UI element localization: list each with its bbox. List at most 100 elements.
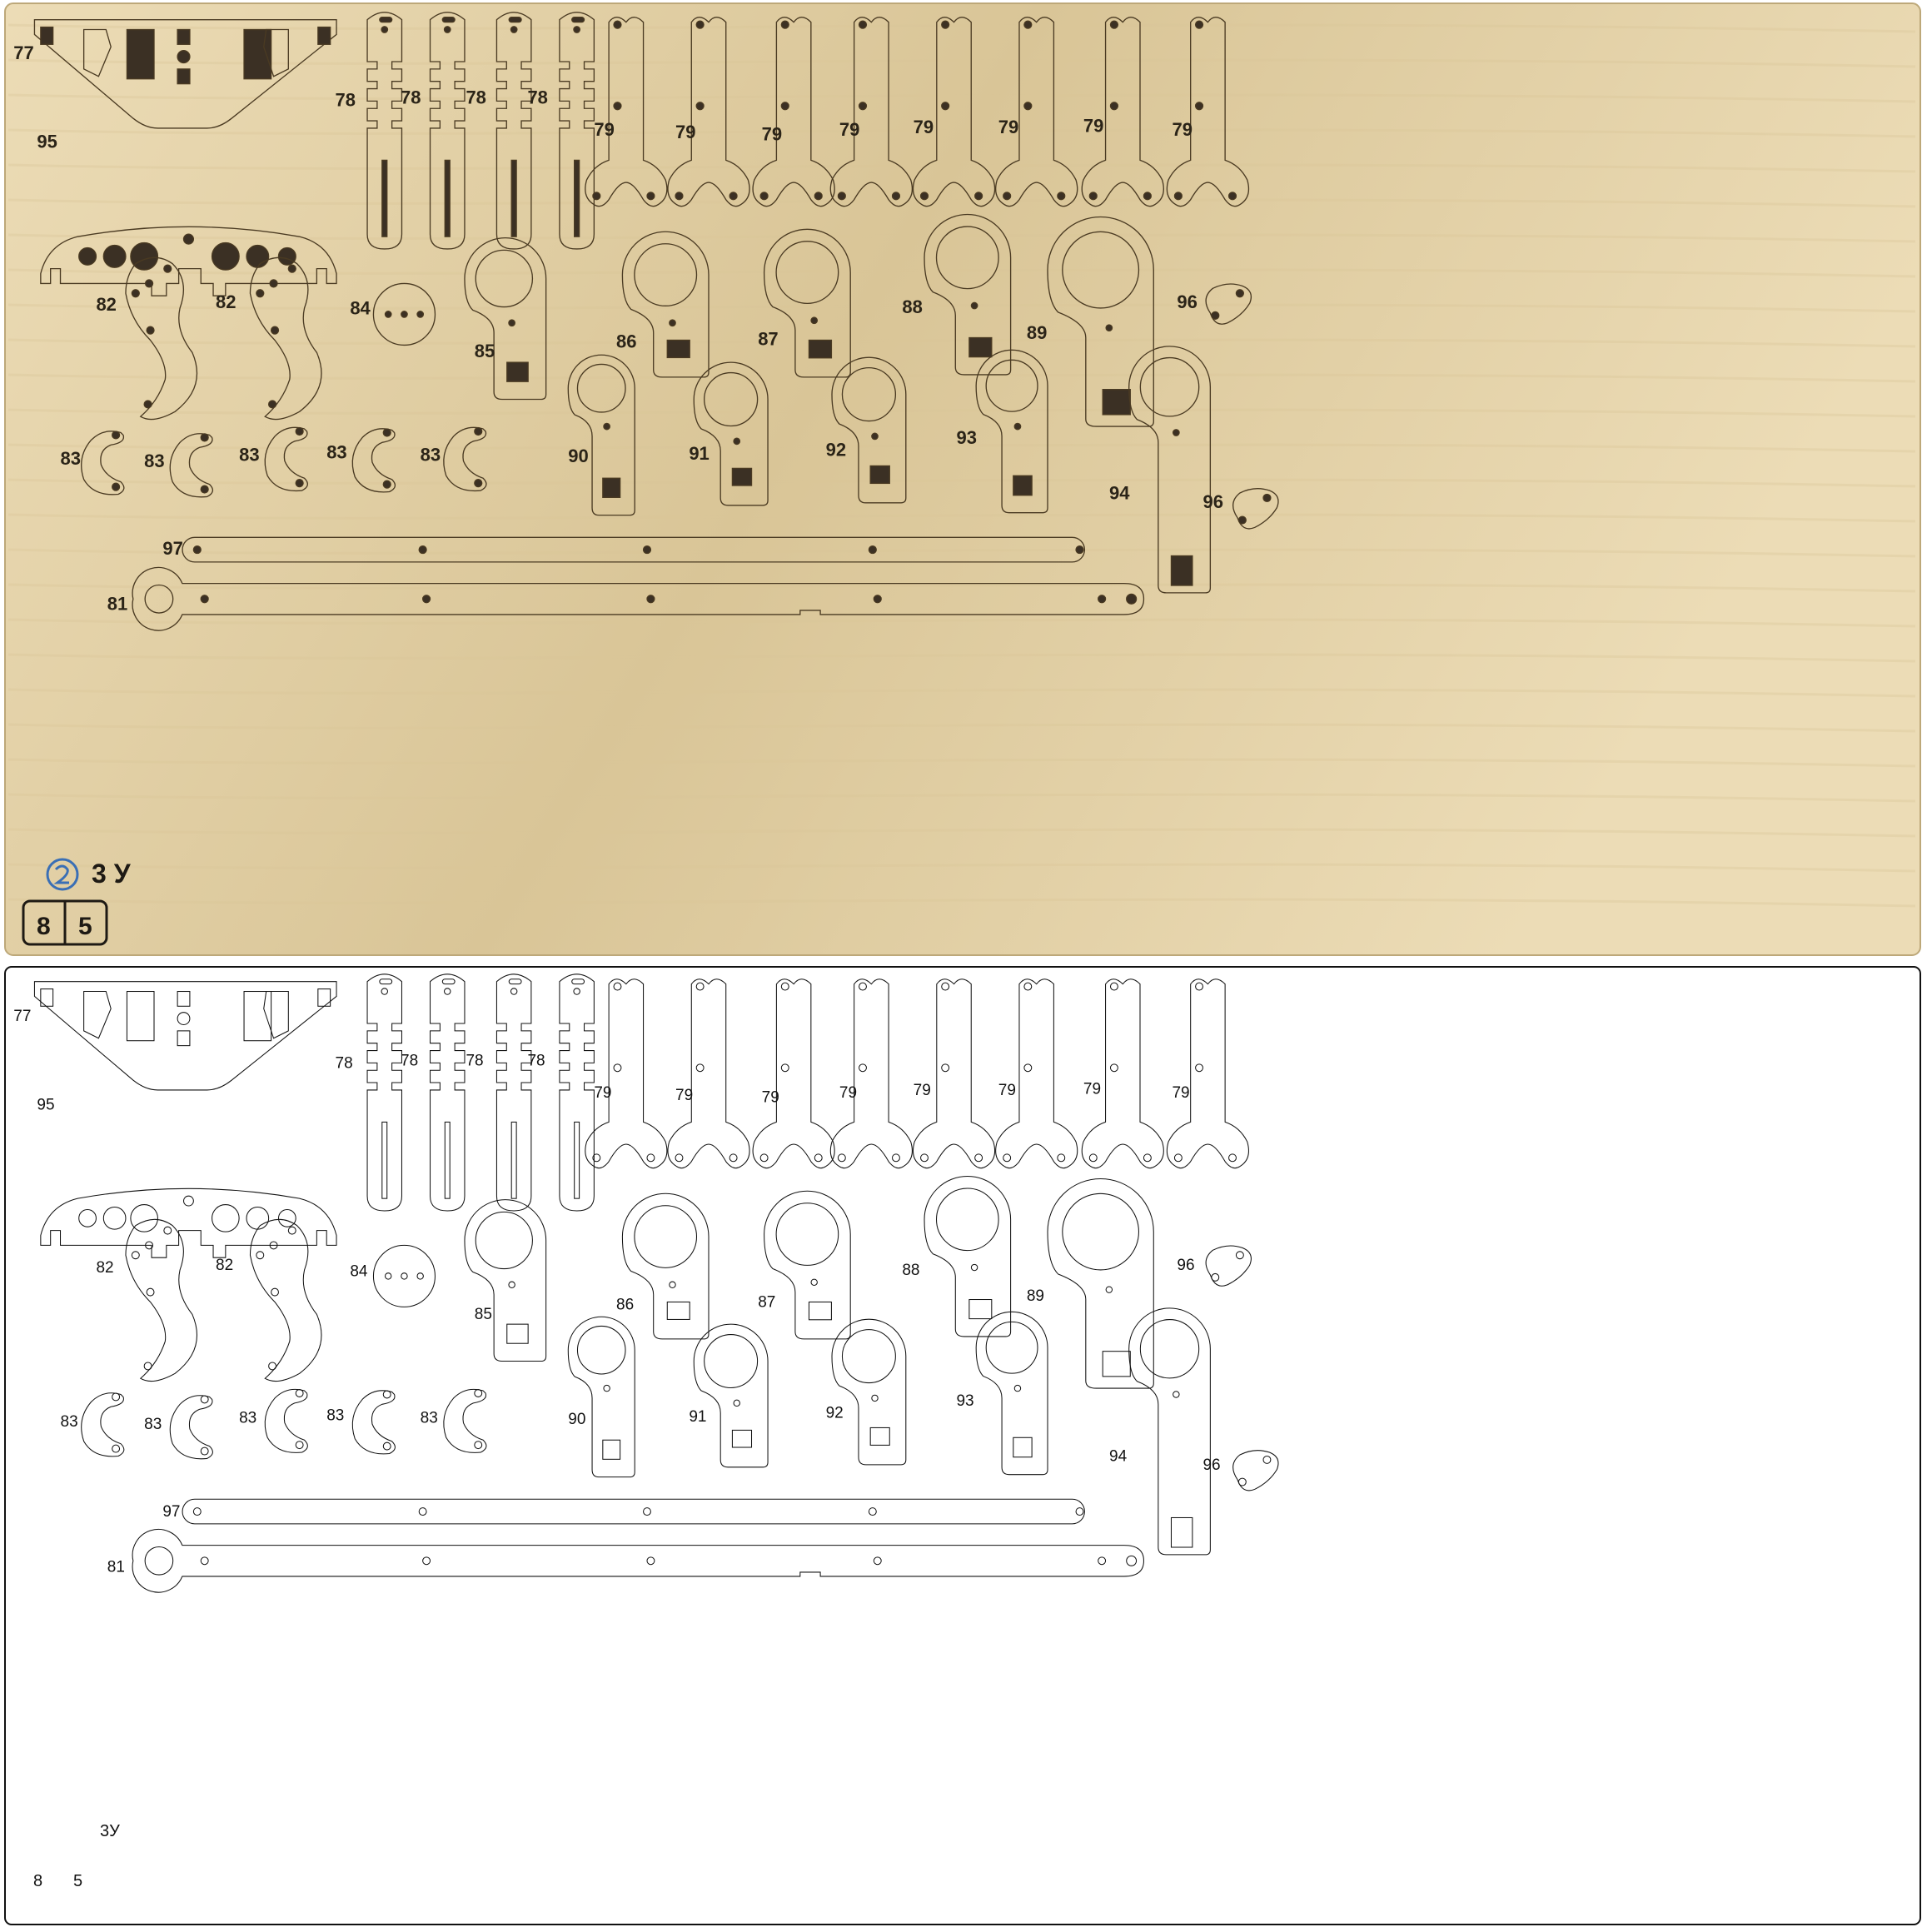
part-label-p88: 88 [902, 1262, 919, 1279]
part-label-p79g: 79 [1083, 115, 1103, 136]
part-p84-outline [372, 282, 436, 346]
part-p79e-outline [912, 17, 996, 207]
part-p79a-outline [585, 978, 668, 1169]
part-label-p86: 86 [616, 1296, 634, 1313]
part-p79a-outline [585, 17, 668, 207]
part-p79f-outline [995, 978, 1078, 1169]
part-label-p83d: 83 [326, 1407, 344, 1425]
part-p79h-outline [1166, 17, 1250, 207]
part-label-p85: 85 [475, 341, 495, 361]
part-p78b-outline [429, 12, 466, 250]
part-label-p83b: 83 [144, 451, 164, 471]
part-p83b-outline [169, 433, 214, 498]
part-p79g-outline [1081, 17, 1164, 207]
part-label-p93: 93 [956, 427, 976, 448]
part-label-p82a: 82 [96, 294, 116, 315]
part-p79b-outline [667, 17, 750, 207]
part-label-p83d: 83 [326, 442, 346, 463]
drawing-sheet-marking: 3У [100, 1822, 120, 1840]
part-label-p88: 88 [902, 296, 922, 317]
part-label-p79e: 79 [914, 1082, 931, 1099]
part-label-p82b: 82 [216, 291, 236, 312]
part-label-p78a: 78 [336, 1054, 353, 1072]
part-label-p94: 94 [1109, 1447, 1128, 1465]
part-label-p79f: 79 [998, 1082, 1016, 1099]
part-p91-outline [693, 361, 769, 506]
part-label-p89: 89 [1027, 1287, 1044, 1305]
part-p97-outline [182, 1498, 1085, 1525]
part-p82b-outline [249, 256, 322, 421]
part-p77-outline [33, 981, 337, 1091]
part-p79c-outline [752, 17, 835, 207]
part-label-p79f: 79 [998, 117, 1018, 137]
part-label-p93: 93 [956, 1392, 973, 1410]
part-label-p79h: 79 [1172, 1084, 1189, 1102]
part-p82a-outline [125, 1218, 197, 1382]
set-number-left: 8 [37, 913, 51, 940]
part-p94-outline [1128, 346, 1212, 594]
set-number-right: 5 [78, 913, 92, 940]
part-p79c-outline [752, 978, 835, 1169]
part-p78d-outline [559, 12, 595, 250]
part-p83b-outline [169, 1395, 213, 1460]
part-label-p79b: 79 [675, 1087, 693, 1104]
part-label-p82a: 82 [96, 1259, 113, 1277]
plywood-board [4, 2, 1921, 956]
part-label-p87: 87 [758, 328, 778, 349]
part-p91-outline [693, 1323, 769, 1468]
part-p78d-outline [559, 973, 595, 1212]
part-p83c-outline [264, 1388, 308, 1453]
part-label-p78b: 78 [401, 1052, 418, 1069]
part-p94-outline [1128, 1307, 1211, 1556]
part-label-p78d: 78 [527, 1052, 545, 1069]
part-label-p84: 84 [350, 1262, 368, 1280]
part-p79h-outline [1166, 978, 1249, 1169]
part-p89-outline [1047, 216, 1154, 427]
part-label-p86: 86 [616, 331, 636, 351]
part-label-p95: 95 [37, 132, 57, 152]
part-label-p79d: 79 [839, 1084, 857, 1102]
part-label-p96b: 96 [1203, 491, 1222, 512]
part-label-p79g: 79 [1083, 1080, 1101, 1098]
part-p86-outline [621, 231, 710, 378]
part-label-p79c: 79 [762, 1089, 779, 1107]
part-p96b-outline [1232, 1450, 1279, 1491]
part-label-p78d: 78 [527, 87, 547, 107]
part-label-p79d: 79 [839, 119, 859, 140]
part-label-p95: 95 [37, 1097, 54, 1114]
part-label-p84: 84 [350, 297, 371, 318]
part-label-p82b: 82 [216, 1257, 233, 1274]
part-label-p81: 81 [107, 1559, 125, 1576]
part-label-p96b: 96 [1203, 1456, 1220, 1474]
part-label-p79h: 79 [1172, 119, 1192, 140]
part-label-p79a: 79 [594, 119, 614, 140]
part-p83a-outline [81, 431, 125, 495]
part-label-p78c: 78 [466, 87, 485, 107]
part-label-p83e: 83 [421, 445, 441, 466]
part-p96a-outline [1205, 283, 1252, 325]
part-p92-outline [831, 1318, 907, 1466]
part-p93-outline [975, 1311, 1048, 1476]
part-p78a-outline [366, 12, 403, 250]
part-p83e-outline [443, 426, 487, 492]
part-label-p92: 92 [826, 440, 846, 461]
part-p96b-outline [1232, 488, 1279, 530]
drawing-set-number-left: 8 [33, 1872, 42, 1890]
part-p77-outline [33, 19, 337, 129]
part-p83a-outline [81, 1392, 125, 1457]
part-label-p78c: 78 [466, 1052, 483, 1069]
part-label-p96a: 96 [1177, 1257, 1194, 1274]
part-p84-outline [372, 1244, 436, 1307]
part-p79f-outline [994, 17, 1078, 207]
part-p95-outline [40, 1188, 337, 1258]
part-label-p96a: 96 [1177, 291, 1197, 312]
part-p78a-outline [366, 973, 402, 1212]
part-p88-outline [924, 213, 1012, 376]
part-label-p78b: 78 [401, 87, 421, 107]
part-label-p91: 91 [689, 443, 709, 464]
part-p93-outline [975, 349, 1048, 514]
